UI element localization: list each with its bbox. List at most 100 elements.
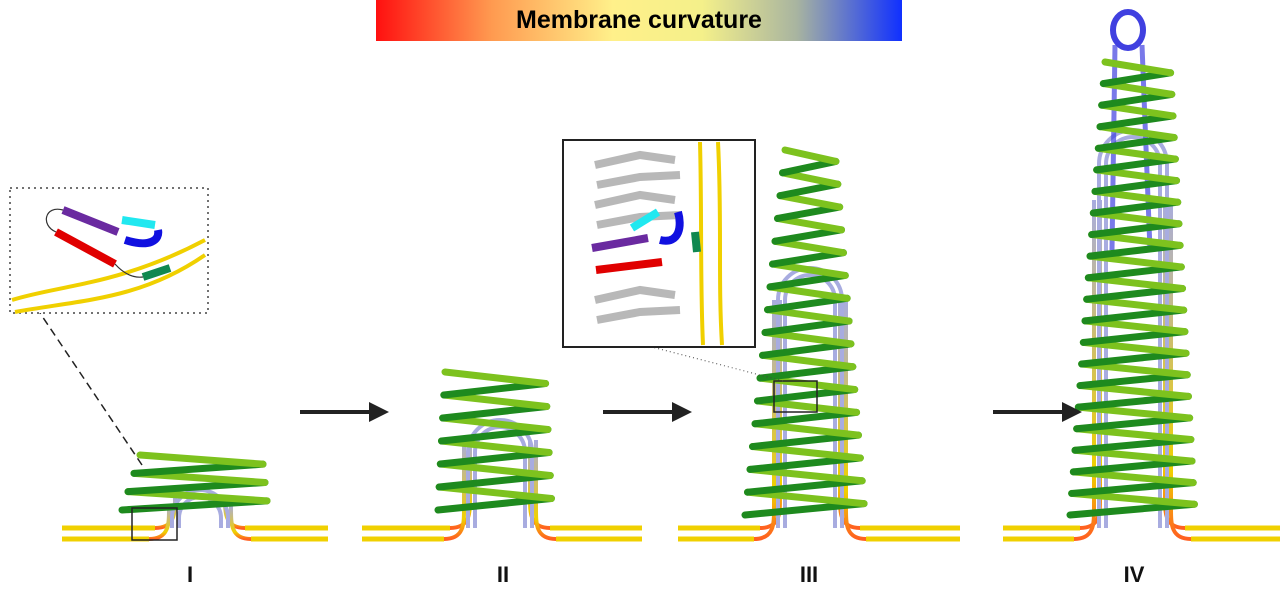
coil-rung-front — [1084, 274, 1186, 292]
inset-3-grey-unit-0 — [594, 150, 681, 189]
coil-rung-front — [764, 306, 853, 325]
coil-rung-back — [1073, 414, 1194, 433]
coil-rung-front — [1094, 144, 1179, 163]
inset-3-helix-green — [691, 231, 701, 253]
inset-3-helix-cyan — [629, 208, 661, 232]
membrane-1-layer-1 — [62, 505, 328, 541]
coil-rung-front — [774, 214, 846, 234]
zoom-connector-1 — [39, 312, 143, 466]
inset-panel-3 — [562, 139, 756, 348]
coil-rung-front — [1079, 338, 1190, 357]
stage-label-2: II — [496, 562, 510, 587]
zoom-region-box-1 — [131, 507, 178, 541]
inset-1-helix-green — [141, 264, 172, 281]
coil-rung-front — [1071, 446, 1196, 465]
coil-rung-back — [1089, 198, 1182, 217]
coil-rung-back — [766, 271, 849, 291]
coil-rung-back — [1096, 112, 1177, 131]
coil-rung-front — [1074, 403, 1194, 422]
coil-rung-front — [136, 451, 267, 468]
coil-rung-back — [434, 495, 555, 514]
coil-rung-front — [435, 483, 555, 502]
coil-rung-front — [1091, 187, 1182, 206]
coil-rung-back — [1091, 177, 1181, 195]
coil-rung-back — [756, 363, 857, 382]
coil-rung-back — [1074, 392, 1192, 411]
inset-3-membrane — [698, 141, 724, 346]
coil-rung-back — [440, 380, 550, 399]
stage-label-3: III — [799, 562, 819, 587]
coil-rung-front — [781, 146, 840, 165]
coil-rung-back — [759, 340, 855, 359]
coil-rung-front — [1089, 209, 1183, 228]
coil-rung-front — [1083, 295, 1188, 314]
inset-1-loops — [45, 208, 144, 278]
coil-rung-front — [744, 488, 868, 508]
coil-rung-back — [1069, 457, 1196, 476]
coil-rung-front — [1068, 489, 1198, 508]
coil-rung-front — [1088, 231, 1184, 249]
coil-rung-back — [1081, 306, 1188, 325]
coil-rung-back — [1071, 436, 1195, 454]
coil-rung-back — [769, 249, 847, 268]
coil-rung-back — [774, 203, 844, 222]
inset-3-helix-purple — [591, 234, 649, 252]
coil-rung-front — [779, 169, 842, 188]
coil-rung-front — [441, 368, 550, 387]
coil-rung-back — [1093, 155, 1179, 174]
legend-title: Membrane curvature — [516, 6, 762, 34]
coil-rung-back — [1098, 90, 1176, 109]
tube-top-loop — [1110, 9, 1146, 51]
inset-1-helix-red — [54, 228, 117, 268]
coil-rung-back — [749, 431, 862, 451]
inset-1-helix-purple — [61, 206, 120, 236]
coil-rung-back — [439, 403, 551, 422]
coil-rung-back — [436, 449, 553, 468]
coil-rung-back — [779, 157, 840, 177]
inset-1-helix-blue — [123, 229, 163, 248]
inset-3-helix-blue — [659, 210, 684, 245]
coil-rung-front — [1086, 252, 1185, 271]
coil-rung-front — [759, 351, 857, 371]
coil-rung-front — [1099, 80, 1176, 98]
coil-rung-back — [744, 477, 866, 496]
coil-rung-back — [1079, 328, 1189, 346]
stage-label-4: IV — [1123, 562, 1145, 587]
inset-1-helix-cyan — [121, 216, 156, 229]
stage-label-1: I — [186, 562, 194, 587]
coil-rung-front — [1101, 58, 1175, 77]
coil-rung-back — [1068, 479, 1197, 497]
coil-rung-front — [1073, 425, 1195, 443]
coil-rung-front — [1098, 101, 1177, 120]
coil-rung-front — [1069, 468, 1197, 487]
coil-rung-back — [435, 472, 554, 491]
inset-1-membrane — [11, 238, 207, 314]
coil-rung-back — [761, 317, 853, 336]
coil-rung-back — [1099, 69, 1175, 88]
coil-rung-front — [776, 192, 844, 211]
coil-rung-back — [746, 454, 864, 473]
coil-rung-front — [1078, 360, 1191, 379]
coil-rung-back — [771, 226, 846, 245]
coil-rung-front — [438, 437, 553, 456]
inset-3-grey-unit-2 — [594, 285, 681, 324]
coil-rung-back — [438, 426, 552, 445]
coil-rung-back — [764, 294, 851, 314]
inset-3-grey-unit-1 — [594, 190, 681, 229]
coil-rung-back — [1066, 500, 1198, 519]
coil-rung-front — [751, 420, 862, 439]
coil-rung-front — [756, 374, 859, 394]
coil-rung-back — [776, 180, 842, 200]
inset-3-helix-red — [595, 258, 663, 274]
coil-rung-front — [769, 260, 849, 279]
coil-rung-back — [741, 500, 868, 519]
coil-rung-front — [1081, 317, 1189, 336]
coil-rung-back — [751, 408, 861, 428]
coil-rung-front — [746, 465, 866, 485]
zoom-connector-3 — [651, 346, 784, 382]
coil-rung-front — [440, 391, 551, 410]
zoom-region-box-3 — [773, 380, 818, 413]
coil-rung-front — [766, 283, 851, 302]
coil-rung-front — [1076, 382, 1192, 400]
